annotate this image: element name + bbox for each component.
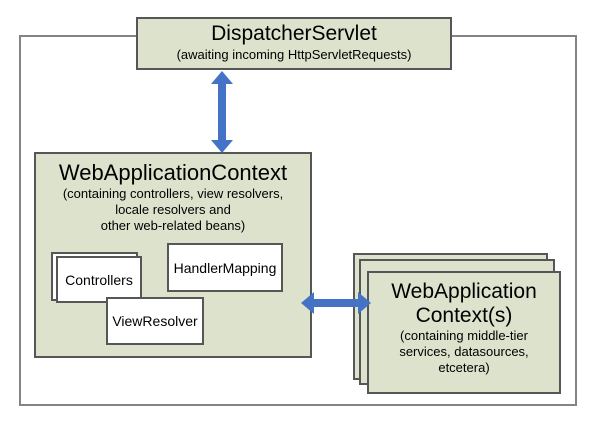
middle-tier-context-box: WebApplication Context(s) (containing mi… [367,271,561,394]
arrow-vertical-shape [211,71,233,153]
view-resolver-box: ViewResolver [106,297,204,345]
handler-mapping-label: HandlerMapping [173,259,277,276]
web-application-context-subtitle-line1: (containing controllers, view resolvers, [62,186,284,201]
middle-tier-context-subtitle-line3: etcetera) [438,360,490,375]
dispatcher-servlet-title: DispatcherServlet [211,22,377,45]
view-resolver-label: ViewResolver [112,313,198,329]
middle-tier-context-subtitle-line1: (containing middle-tier [400,328,528,343]
middle-tier-context-title-line2: Context(s) [415,304,513,327]
middle-tier-context-title-line1: WebApplication [391,280,537,303]
controllers-label: Controllers [65,271,133,288]
controllers-box: Controllers [56,256,142,303]
web-application-context-subtitle-line2: locale resolvers and [115,202,231,217]
dispatcher-servlet-box: DispatcherServlet (awaiting incoming Htt… [136,17,452,70]
middle-tier-context-subtitle-line2: services, datasources, [399,344,529,359]
web-application-context-title: WebApplicationContext [58,160,288,185]
web-application-context-subtitle-line3: other web-related beans) [100,218,246,233]
dispatcher-servlet-subtitle: (awaiting incoming HttpServletRequests) [176,47,412,62]
bidirectional-arrow-vertical-icon [211,71,233,153]
bidirectional-arrow-horizontal-icon [301,292,371,314]
handler-mapping-box: HandlerMapping [167,243,283,292]
arrow-horizontal-shape [301,292,371,314]
